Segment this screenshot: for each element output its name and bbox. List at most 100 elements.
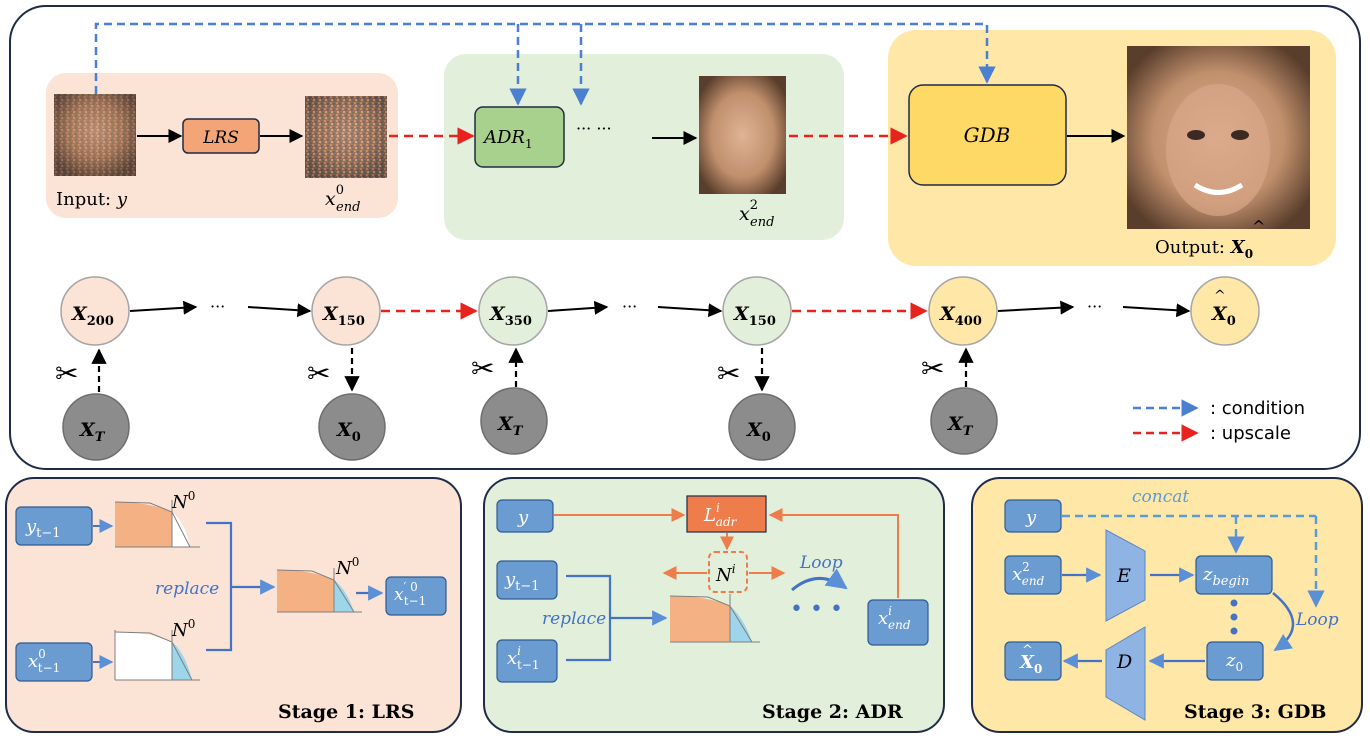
input-label: Input: y xyxy=(56,189,128,210)
chain-ellipsis-2: ··· xyxy=(622,297,637,316)
stage2-title: Stage 2: ADR xyxy=(762,701,903,723)
decoder-label: D xyxy=(1116,651,1132,673)
chain-label-4: X150 xyxy=(733,303,776,329)
decoder-shape xyxy=(1105,626,1146,721)
gray-node-3 xyxy=(480,387,548,455)
gdb-block-label: GDB xyxy=(964,123,1011,147)
chain-label-6-hat: ^ xyxy=(1214,288,1226,304)
stage3-y-label: y xyxy=(1025,507,1037,528)
condition-lines xyxy=(94,22,996,106)
adr-output-image xyxy=(699,76,786,194)
chain-node-6 xyxy=(1190,276,1260,346)
stage2-y-box xyxy=(496,499,554,533)
stage3-x-box xyxy=(1004,555,1062,595)
stage3-loop-label: Loop xyxy=(1295,610,1339,630)
stage1-plot-bottom xyxy=(114,630,200,681)
stage1-title: Stage 1: LRS xyxy=(278,701,415,723)
lrs-block-label: LRS xyxy=(202,128,239,148)
scissors-icon-3: ✂ xyxy=(471,352,494,385)
gray-node-4 xyxy=(728,393,796,461)
chain-ellipsis-1: ··· xyxy=(210,297,225,316)
output-hat: ^ xyxy=(1252,217,1265,236)
gray-node-2 xyxy=(318,393,386,461)
stage2-loop-label: Loop xyxy=(799,553,843,573)
adr-block-label: ADR1 xyxy=(482,127,533,151)
chain-label-1: X200 xyxy=(71,303,114,329)
stage3-z0-label: z0 xyxy=(1225,650,1243,674)
stage2-plot xyxy=(669,594,760,643)
scissors-icon-2: ✂ xyxy=(307,357,330,390)
gray-label-4: X0 xyxy=(746,419,771,445)
stage2-xt-box xyxy=(496,639,558,683)
stage1-n-label-bottom: N0 xyxy=(171,617,195,641)
chain-label-2: X150 xyxy=(322,303,365,329)
stage3-title: Stage 3: GDB xyxy=(1184,701,1326,723)
adr-ellipsis: ··· ··· xyxy=(576,119,612,138)
stage1-out-box xyxy=(385,576,447,616)
stage1-replace-label: replace xyxy=(155,579,219,599)
stage2-replace-label: replace xyxy=(542,609,606,629)
chain-node-2 xyxy=(311,276,381,346)
stage3-out-label: X0 xyxy=(1019,652,1042,676)
stage3-concat-label: concat xyxy=(1132,487,1189,507)
stage2-xend-box xyxy=(867,599,929,646)
gray-node-5 xyxy=(930,387,998,455)
stage3-zbegin-box xyxy=(1195,555,1273,595)
encoder-shape xyxy=(1105,529,1146,622)
lrs-output-image xyxy=(305,96,387,178)
stage2-yt-box xyxy=(496,560,558,600)
stage3-zbegin-label: zbegin xyxy=(1202,564,1249,589)
stage1-x-box xyxy=(15,642,93,682)
gdb-block xyxy=(908,84,1067,186)
chain-label-5: X400 xyxy=(939,303,982,329)
stage3-out-box xyxy=(1004,641,1062,681)
encoder-label: E xyxy=(1116,565,1131,587)
adr-block xyxy=(474,106,565,168)
chain-ellipsis-3: ··· xyxy=(1087,297,1102,316)
stage1-y-box xyxy=(15,506,93,546)
stage3-z0-box xyxy=(1206,641,1264,681)
chain-node-5 xyxy=(928,276,998,346)
scissors-icon-1: ✂ xyxy=(55,357,78,390)
chain-node-1 xyxy=(60,276,130,346)
chain-label-6: X0 xyxy=(1211,303,1236,329)
stage1-plot-merged xyxy=(276,568,362,613)
lrs-block xyxy=(182,118,260,154)
scissors-icon-5: ✂ xyxy=(921,352,944,385)
stage1-n-label-merged: N0 xyxy=(335,555,359,579)
stage3-y-box xyxy=(1004,499,1062,533)
final-output-image xyxy=(1127,46,1310,229)
scissors-icon-4: ✂ xyxy=(717,357,740,390)
stage2-loss-box xyxy=(686,495,767,533)
chain-node-4 xyxy=(722,276,792,346)
gray-label-1: XT xyxy=(79,419,106,445)
input-image xyxy=(54,94,136,176)
output-label: Output: X0 xyxy=(1155,237,1253,261)
stage2-y-label: y xyxy=(517,507,529,528)
stage1-plot-top xyxy=(114,500,200,548)
stage2-dots: • • • xyxy=(790,597,843,622)
stage2-yt-label: yt−1 xyxy=(504,569,540,594)
gray-label-5: XT xyxy=(947,413,974,439)
legend-upscale-label: : upscale xyxy=(1210,423,1291,444)
gray-label-3: XT xyxy=(497,413,524,439)
legend-condition-label: : condition xyxy=(1210,398,1305,419)
gray-node-1 xyxy=(62,393,130,461)
stage3-out-hat: ^ xyxy=(1022,643,1033,658)
stage2-n-label: Ni xyxy=(715,562,736,586)
stage1-n-label-top: N0 xyxy=(171,489,195,513)
stage2-noise-box xyxy=(708,551,748,593)
stage1-y-label: yt−1 xyxy=(25,516,61,541)
chain-node-3 xyxy=(478,276,548,346)
gray-label-2: X0 xyxy=(336,419,361,445)
chain-label-3: X350 xyxy=(489,303,532,329)
